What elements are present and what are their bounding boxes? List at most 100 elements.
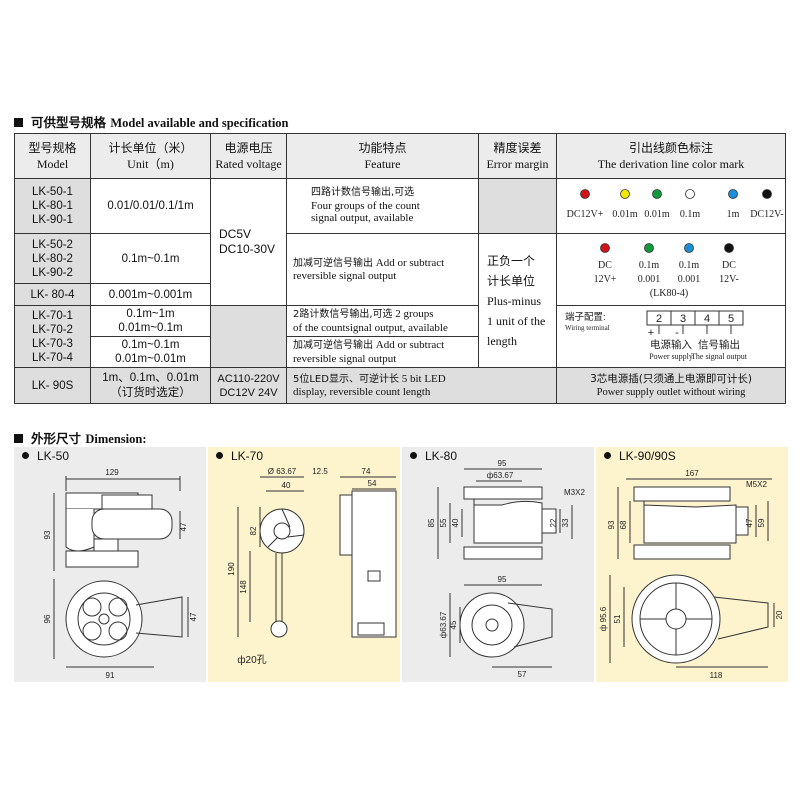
dim-129: 129 bbox=[105, 468, 119, 477]
feature-cell: 2路计数信号输出,可选 2 groups of the countsignal … bbox=[286, 305, 479, 337]
table-row: LK- 80-4 0.001m~0.001m bbox=[14, 283, 786, 306]
model-cell: LK- 90S bbox=[14, 367, 91, 404]
color-label: DC bbox=[598, 260, 612, 271]
terminal-number: 4 bbox=[704, 313, 710, 325]
dim-95-6: ф 95.6 bbox=[599, 606, 608, 631]
feature-cell: 四路计数信号输出,可选 Four groups of the count sig… bbox=[286, 178, 479, 234]
terminal-number: 2 bbox=[656, 313, 662, 325]
dim-51: 51 bbox=[613, 614, 622, 623]
color-dot bbox=[724, 243, 734, 253]
dim-82: 82 bbox=[249, 526, 258, 535]
terminal-number: 3 bbox=[680, 313, 686, 325]
spec-section-title: 可供型号规格 Model available and specification bbox=[14, 112, 289, 131]
color-dot bbox=[685, 189, 695, 199]
dim-167: 167 bbox=[685, 469, 699, 478]
power-input-label: 电源输入 bbox=[650, 338, 692, 351]
unit-cell: 0.1m~0.1m bbox=[90, 233, 211, 284]
color-dot bbox=[644, 243, 654, 253]
panel-lk-80: LK-80 95 ф63.67 M3X2 85 55 40 22 33 95 ф… bbox=[402, 447, 594, 682]
bullet-dot-icon bbox=[22, 452, 29, 459]
plus-sign: + bbox=[648, 327, 654, 339]
dim-47: 47 bbox=[745, 518, 754, 527]
minus-sign: - bbox=[675, 327, 679, 339]
header-unit: 计长单位（米）Unit（m) bbox=[90, 133, 211, 179]
color-dot bbox=[728, 189, 738, 199]
dim-91: 91 bbox=[106, 671, 115, 680]
color-label: 0.01m bbox=[644, 209, 670, 220]
voltage-cell-empty bbox=[210, 305, 287, 368]
lk-50-drawing: 129 93 47 96 47 91 bbox=[43, 468, 198, 680]
dim-47a: 47 bbox=[179, 522, 188, 531]
unit-cell: 0.01/0.01/0.1/1m bbox=[90, 178, 211, 234]
dim-63-67a: ф63.67 bbox=[487, 471, 514, 480]
voltage-cell: DC5V DC10-30V bbox=[210, 178, 287, 306]
color-dot bbox=[620, 189, 630, 199]
bullet-dot-icon bbox=[216, 452, 223, 459]
color-label: DC bbox=[722, 260, 736, 271]
lk-80-drawing: 95 ф63.67 M3X2 85 55 40 22 33 95 ф63.67 … bbox=[427, 459, 585, 679]
dim-74: 74 bbox=[362, 467, 371, 476]
signal-en-label: The signal output bbox=[691, 352, 748, 361]
error-cell-empty bbox=[478, 178, 557, 234]
color-label: DC12V+ bbox=[567, 209, 604, 220]
dim-93: 93 bbox=[607, 520, 616, 529]
color-label-2: 0.001 bbox=[678, 274, 701, 285]
square-bullet-icon bbox=[14, 434, 23, 443]
terminal-label-en: Wiring terminal bbox=[565, 324, 610, 332]
dim-47b: 47 bbox=[189, 612, 198, 621]
color-label: 0.1m bbox=[680, 209, 701, 220]
feature-cell: 5位LED显示、可逆计长 5 bit LED display, reversib… bbox=[286, 367, 557, 404]
error-margin-cell: 正负一个 计长单位 Plus-minus 1 unit of the lengt… bbox=[478, 233, 557, 368]
thread-m3: M3X2 bbox=[564, 488, 585, 497]
color-label-2: 12V+ bbox=[594, 274, 617, 285]
terminal-number: 5 bbox=[728, 313, 734, 325]
dim-59: 59 bbox=[757, 518, 766, 527]
dim-22: 22 bbox=[549, 518, 558, 527]
panel-title: LK-50 bbox=[22, 449, 69, 463]
power-supply-label: Power supply bbox=[649, 352, 693, 361]
panel-lk-90: LK-90/90S 167 M5X2 93 68 47 59 ф 95.6 51… bbox=[596, 447, 788, 682]
dim-57: 57 bbox=[518, 670, 527, 679]
color-label-2: 12V- bbox=[719, 274, 739, 285]
lk-70-drawing: Ø 63.67 12.5 40 82 190 148 74 54 ф20孔 bbox=[227, 467, 397, 666]
dim-63-67: Ø 63.67 bbox=[268, 467, 297, 476]
panel-title: LK-90/90S bbox=[604, 449, 676, 463]
dim-40: 40 bbox=[282, 481, 291, 490]
unit-cell: 1m、0.1m、0.01m（订货时选定） bbox=[90, 367, 211, 404]
dim-85: 85 bbox=[427, 518, 436, 527]
dim-95a: 95 bbox=[498, 459, 507, 468]
dim-190: 190 bbox=[227, 562, 236, 576]
dim-93: 93 bbox=[43, 530, 52, 539]
color-dot bbox=[652, 189, 662, 199]
dim-45: 45 bbox=[449, 620, 458, 629]
terminal-label-zh: 端子配置: bbox=[565, 311, 606, 323]
dim-95b: 95 bbox=[498, 575, 507, 584]
bullet-dot-icon bbox=[410, 452, 417, 459]
color-label: 0.1m bbox=[639, 260, 660, 271]
model-cell: LK- 80-4 bbox=[14, 283, 91, 306]
feature-cell: 加减可逆信号输出 Add or subtract reversible sign… bbox=[286, 336, 479, 368]
dim-12-5: 12.5 bbox=[312, 467, 328, 476]
dim-33: 33 bbox=[561, 518, 570, 527]
dim-118: 118 bbox=[710, 671, 723, 680]
